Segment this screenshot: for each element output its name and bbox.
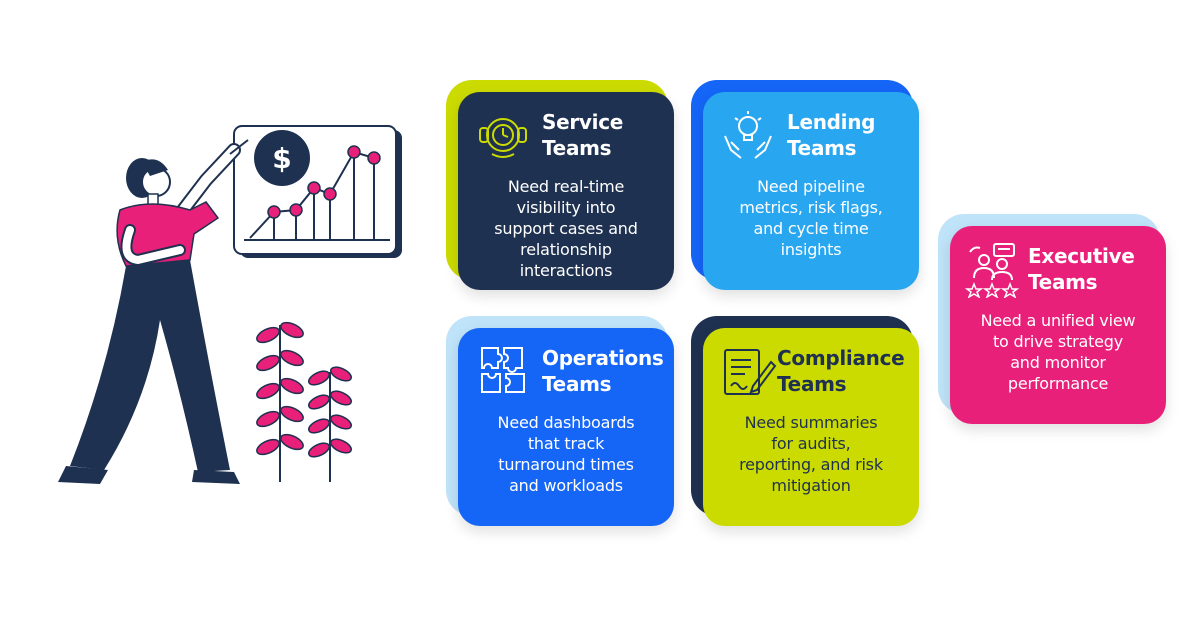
lightbulb-hands-icon (717, 106, 779, 164)
card-title: Compliance Teams (777, 346, 905, 396)
card-title: Executive Teams (1028, 244, 1135, 294)
card-title: Lending Teams (787, 110, 876, 160)
card-description: Need a unified view to drive strategy an… (980, 311, 1136, 393)
card-description: Need real-time visibility into support c… (494, 177, 638, 280)
team-rating-icon (964, 240, 1020, 298)
compliance-teams-card: Compliance Teams Need summaries for audi… (691, 316, 933, 538)
puzzle-icon (472, 342, 534, 400)
card-body: Service Teams Need real-time visibility … (458, 92, 674, 290)
document-pen-icon (717, 342, 777, 400)
card-title: Service Teams (542, 110, 624, 160)
service-teams-card: Service Teams Need real-time visibility … (446, 80, 688, 302)
woman-figure (58, 139, 249, 484)
card-body: Compliance Teams Need summaries for audi… (703, 328, 919, 526)
card-description: Need summaries for audits, reporting, an… (739, 413, 883, 495)
headset-clock-icon (472, 106, 534, 164)
card-body: Operations Teams Need dashboards that tr… (458, 328, 674, 526)
plant-leaves-icon (256, 321, 352, 482)
lending-teams-card: Lending Teams Need pipeline metrics, ris… (691, 80, 933, 302)
dollar-icon: $ (272, 142, 291, 175)
card-body: Lending Teams Need pipeline metrics, ris… (703, 92, 919, 290)
woman-presenting-chart-illustration: $ (58, 125, 402, 484)
operations-teams-card: Operations Teams Need dashboards that tr… (446, 316, 688, 538)
card-body: Executive Teams Need a unified view to d… (950, 226, 1166, 424)
card-description: Need dashboards that track turnaround ti… (497, 413, 635, 495)
card-description: Need pipeline metrics, risk flags, and c… (739, 177, 883, 259)
card-title: Operations Teams (542, 346, 664, 396)
chart-board: $ (233, 125, 402, 258)
executive-teams-card: Executive Teams Need a unified view to d… (938, 214, 1180, 436)
